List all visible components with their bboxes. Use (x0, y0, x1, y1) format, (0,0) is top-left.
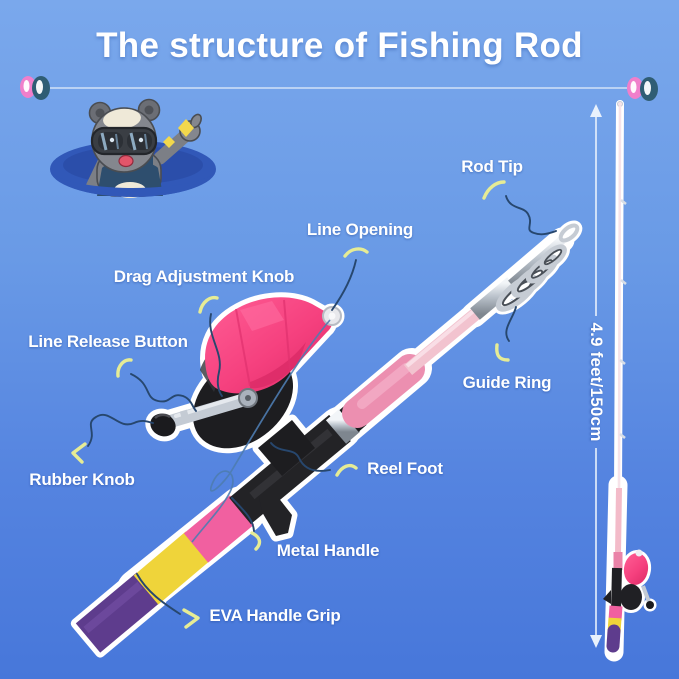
pointer-swooshes (71, 180, 510, 629)
label-metal-handle: Metal Handle (276, 541, 380, 560)
page-title: The structure of Fishing Rod (96, 26, 583, 65)
label-rubber-knob: Rubber Knob (29, 470, 135, 489)
sparkle-icon (163, 119, 194, 148)
foregrip (342, 354, 425, 428)
crank-handle (150, 388, 258, 437)
guide-rings (470, 223, 580, 320)
arrow-down-icon (590, 635, 602, 648)
mascot-head (88, 98, 161, 173)
rod-tip-loop (558, 223, 580, 243)
fishing-rod-illustration (70, 220, 583, 658)
mascot-goggles-icon (90, 126, 158, 156)
rod-blank (403, 306, 483, 376)
length-measurement (590, 104, 602, 648)
pointer-lines (71, 180, 557, 629)
label-guide-ring: Guide Ring (462, 373, 552, 392)
label-line-release-button: Line Release Button (28, 332, 188, 351)
trigger (258, 487, 292, 536)
collapsed-reel-dome (623, 553, 649, 585)
label-rod-tip: Rod Tip (461, 157, 523, 176)
eva-handle-grip (75, 495, 255, 653)
rubber-knob (150, 413, 176, 437)
bead-pair-right-icon (627, 77, 658, 101)
arrow-up-icon (590, 104, 602, 117)
reel-foot (258, 420, 315, 476)
label-drag-adjustment-knob: Drag Adjustment Knob (113, 267, 295, 286)
mascot-arm-raised (153, 129, 192, 165)
bead-pair-left-icon (20, 76, 50, 100)
mascot-tongue (118, 154, 134, 168)
reel-assembly (150, 297, 342, 543)
label-eva-handle-grip: EVA Handle Grip (209, 606, 341, 625)
label-rod-length: 4.9 feet/150cm (587, 322, 606, 442)
collapsed-rod (603, 100, 657, 662)
label-reel-foot: Reel Foot (367, 459, 443, 478)
mascot-raccoon-icon (50, 98, 216, 198)
reel-dome (205, 297, 333, 394)
header-decoration (20, 76, 658, 101)
label-line-opening: Line Opening (306, 220, 414, 239)
fishing-line (191, 319, 331, 543)
